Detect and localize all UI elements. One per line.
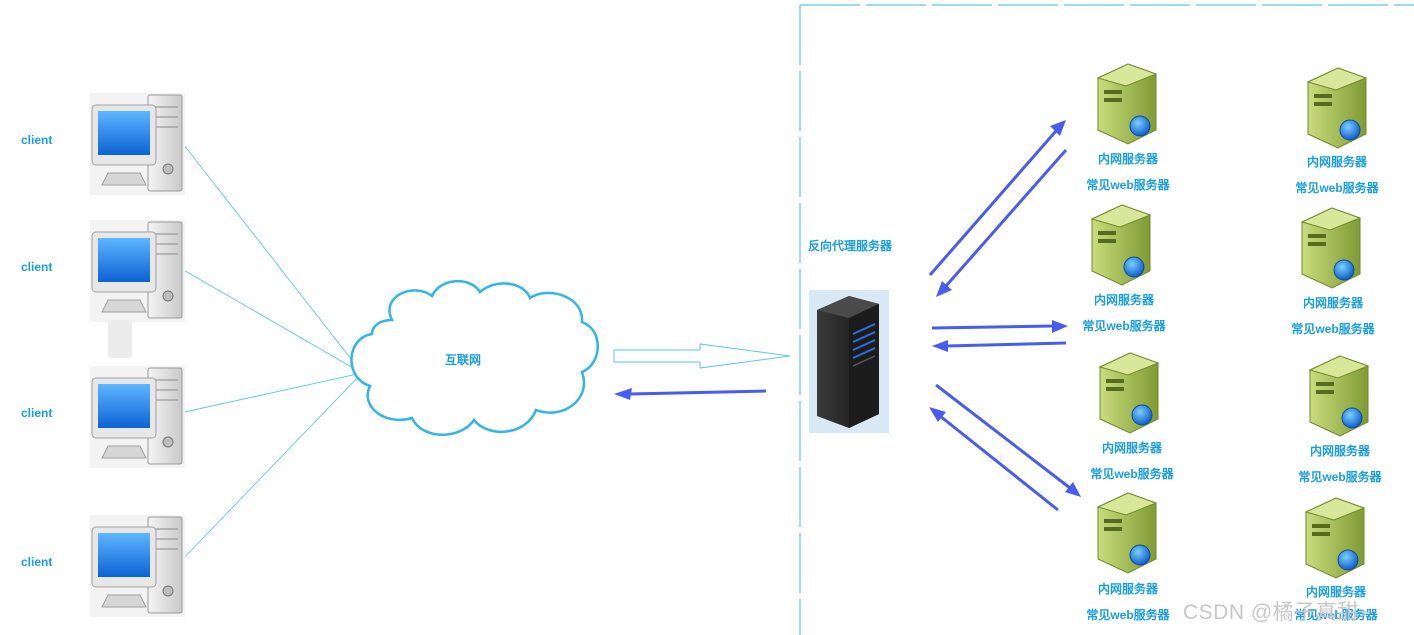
- server-label-intranet: 内网服务器: [1101, 441, 1163, 455]
- server-label-web: 常见web服务器: [1082, 319, 1166, 333]
- response-arrow: [614, 388, 767, 400]
- web-server-icon: [1308, 355, 1370, 437]
- server-label-intranet: 内网服务器: [1306, 155, 1368, 169]
- request-arrow: [613, 343, 791, 369]
- web-server-icon: [1306, 67, 1368, 149]
- proxy-server-arrows: [928, 120, 1081, 512]
- server-label-intranet: 内网服务器: [1097, 582, 1159, 596]
- client-computer-3-icon: [90, 366, 185, 468]
- server-label-web: 常见web服务器: [1086, 608, 1170, 622]
- csdn-watermark: CSDN @橘子真甜~: [1183, 601, 1372, 624]
- client-computer-1-icon: [90, 93, 185, 195]
- proxy-rack-server-icon: [809, 290, 889, 433]
- server-label-web: 常见web服务器: [1295, 181, 1379, 195]
- server-label-intranet: 内网服务器: [1097, 152, 1159, 166]
- internet-label: 互联网: [445, 353, 482, 367]
- cloud-icon: [350, 279, 599, 436]
- server-label-web: 常见web服务器: [1291, 322, 1375, 336]
- web-server-icon: [1096, 492, 1158, 574]
- server-label-intranet: 内网服务器: [1309, 444, 1371, 458]
- server-label-web: 常见web服务器: [1090, 467, 1174, 481]
- proxy-server-label: 反向代理服务器: [808, 239, 893, 253]
- client-computer-4-icon: [90, 515, 185, 617]
- server-label-web: 常见web服务器: [1298, 470, 1382, 484]
- client-connection-lines: [179, 139, 363, 563]
- client-computer-2-icon: [90, 220, 185, 358]
- client-label: client: [21, 406, 53, 420]
- web-server-icon: [1098, 352, 1160, 434]
- server-label-intranet: 内网服务器: [1093, 293, 1155, 307]
- server-label-intranet: 内网服务器: [1302, 296, 1364, 310]
- client-label: client: [21, 555, 53, 569]
- web-server-icon: [1304, 497, 1366, 579]
- intranet-zone-border: [799, 4, 1414, 635]
- server-label-web: 常见web服务器: [1294, 608, 1378, 622]
- web-server-icon: [1096, 63, 1158, 145]
- web-server-icon: [1090, 204, 1152, 286]
- web-server-icon: [1300, 207, 1362, 289]
- client-label: client: [21, 133, 53, 147]
- client-label: client: [21, 260, 53, 274]
- server-label-web: 常见web服务器: [1086, 178, 1170, 192]
- server-label-intranet: 内网服务器: [1305, 585, 1367, 599]
